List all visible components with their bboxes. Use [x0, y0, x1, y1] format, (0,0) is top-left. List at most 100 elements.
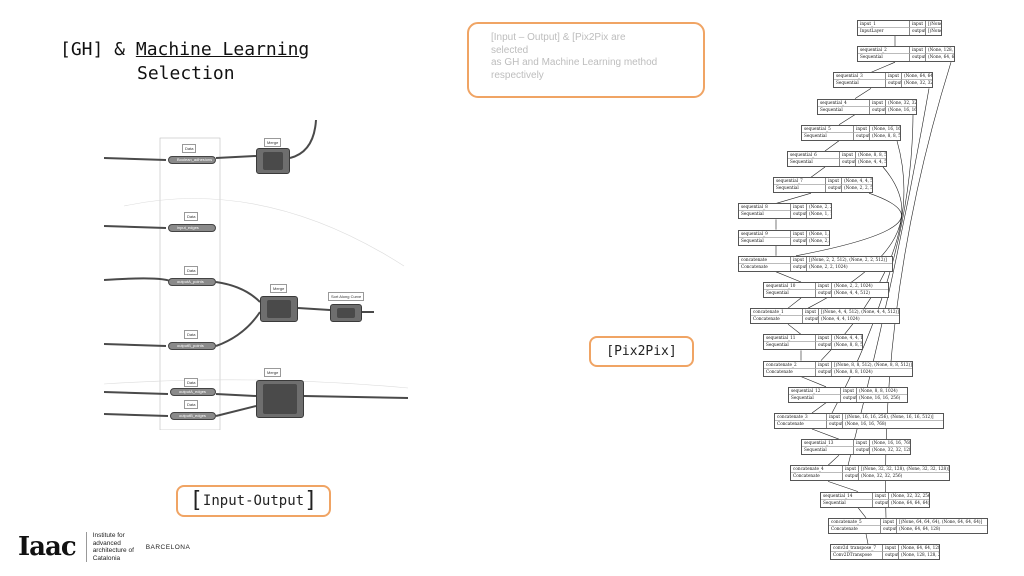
input-label: input [843, 466, 859, 474]
gh-param-2[interactable]: input_edges [168, 224, 216, 232]
gh-param-1[interactable]: Boolean_adhesions [168, 156, 216, 164]
layer-name: input_1 [858, 21, 910, 28]
layer-name: sequential_6 [788, 152, 840, 159]
input-output-text: Input-Output [202, 493, 305, 509]
layer-name: sequential_12 [789, 387, 841, 395]
data-label-2: Data [184, 212, 199, 221]
sequence-edge [811, 428, 840, 440]
output-label: output [845, 473, 859, 481]
merge-label-2: Merge [270, 284, 288, 293]
output-shape: (None, 32, 32, 128) [904, 80, 932, 86]
input-shape: (None, 1, 1, 512) [807, 230, 829, 238]
input-label: input [840, 152, 856, 159]
layer-name: sequential_13 [802, 440, 854, 448]
sequence-edge [838, 114, 856, 126]
layer-name: concatenate_4 [791, 466, 843, 474]
pix2pix-tag: [Pix2Pix] [589, 336, 694, 367]
note-line-1: [Input – Output] & [Pix2Pix are [491, 32, 626, 43]
input-shape: [(None, 128, 128, 2)] [926, 21, 941, 28]
sequence-edge [810, 166, 826, 178]
input-shape: (None, 32, 32, 256) [889, 492, 929, 500]
grasshopper-canvas: Data Boolean_adhesions Data input_edges … [104, 116, 408, 430]
output-label: output [793, 211, 807, 219]
layer-name: sequential_7 [774, 178, 826, 186]
input-label: input [910, 47, 926, 55]
output-shape: (None, 16, 16, 256) [859, 394, 901, 400]
logo-mark: Iaac [18, 532, 77, 562]
layer-type: Sequential [834, 80, 886, 88]
input-label: input [816, 335, 832, 343]
input-label: input [803, 309, 819, 317]
layer-type: Sequential [739, 211, 791, 219]
output-shape: (None, 1, 1, 512) [809, 211, 831, 217]
input-shape: (None, 16, 16, 512) [870, 125, 900, 133]
gh-param-4[interactable]: outputB_points [168, 342, 216, 350]
output-label: output [912, 28, 926, 35]
input-label: input [827, 414, 843, 421]
output-shape: [(None, 128, 128, 2)] [928, 28, 941, 33]
input-shape: [(None, 32, 32, 128), (None, 32, 32, 128… [859, 466, 949, 474]
layer-type: Sequential [821, 499, 873, 507]
input-label: input [816, 283, 832, 290]
input-shape: (None, 8, 8, 1024) [857, 388, 907, 395]
slide-title: [GH] & Machine Learning Selection [60, 38, 309, 86]
layer-type: Sequential [764, 290, 816, 297]
output-label: output [818, 290, 832, 297]
output-label: output [805, 316, 819, 324]
merge-component-3[interactable] [256, 380, 304, 418]
input-label: input [816, 361, 832, 369]
layer-name: sequential_3 [834, 73, 886, 81]
output-shape: (None, 64, 64, 128) [899, 525, 941, 531]
layer-type: Sequential [739, 237, 791, 245]
layer-type: Concatenate [775, 421, 827, 428]
output-label: output [818, 368, 832, 376]
layer-name: sequential_8 [739, 204, 791, 212]
layer-type: Sequential [788, 159, 840, 166]
merge-component-1[interactable] [256, 148, 290, 174]
sequence-edge [827, 454, 840, 466]
sort-along-curve-component[interactable] [330, 304, 362, 322]
title-line2: Selection [137, 63, 235, 84]
data-label-5: Data [184, 378, 199, 387]
gh-param-6[interactable]: outputB_edges [170, 412, 216, 420]
layer-name: sequential_5 [802, 125, 854, 133]
output-shape: (None, 8, 8, 512) [872, 132, 900, 138]
output-label: output [885, 552, 899, 559]
sequence-edge [854, 88, 872, 99]
input-label: input [870, 99, 886, 107]
gh-param-5[interactable]: outputA_edges [170, 388, 216, 396]
input-label: input [854, 440, 870, 448]
output-label: output [793, 237, 807, 245]
output-label: output [828, 185, 842, 193]
iaac-logo: Iaac Institute for advanced architecture… [18, 532, 190, 562]
merge-label-3: Merge [264, 368, 282, 377]
selection-note: [Input – Output] & [Pix2Pix are selected… [467, 22, 705, 98]
sequence-edge [865, 533, 869, 545]
layer-name: sequential_4 [818, 99, 870, 107]
layer-type: Concatenate [739, 263, 791, 271]
layer-type: Conv2DTranspose [831, 552, 883, 559]
output-shape: (None, 32, 32, 256) [861, 473, 903, 479]
gh-param-3[interactable]: outputA_points [168, 278, 216, 286]
input-label: input [883, 545, 899, 552]
input-label: input [873, 492, 889, 500]
merge-component-2[interactable] [260, 296, 298, 322]
input-label: input [910, 21, 926, 28]
layer-type: Concatenate [764, 368, 816, 376]
input-shape: [(None, 2, 2, 512), (None, 2, 2, 512)] [807, 257, 892, 264]
input-shape: (None, 64, 64, 128) [899, 545, 939, 552]
sequence-edge [827, 481, 859, 492]
sequence-edge [800, 376, 827, 388]
output-shape: (None, 8, 8, 512) [834, 342, 862, 348]
